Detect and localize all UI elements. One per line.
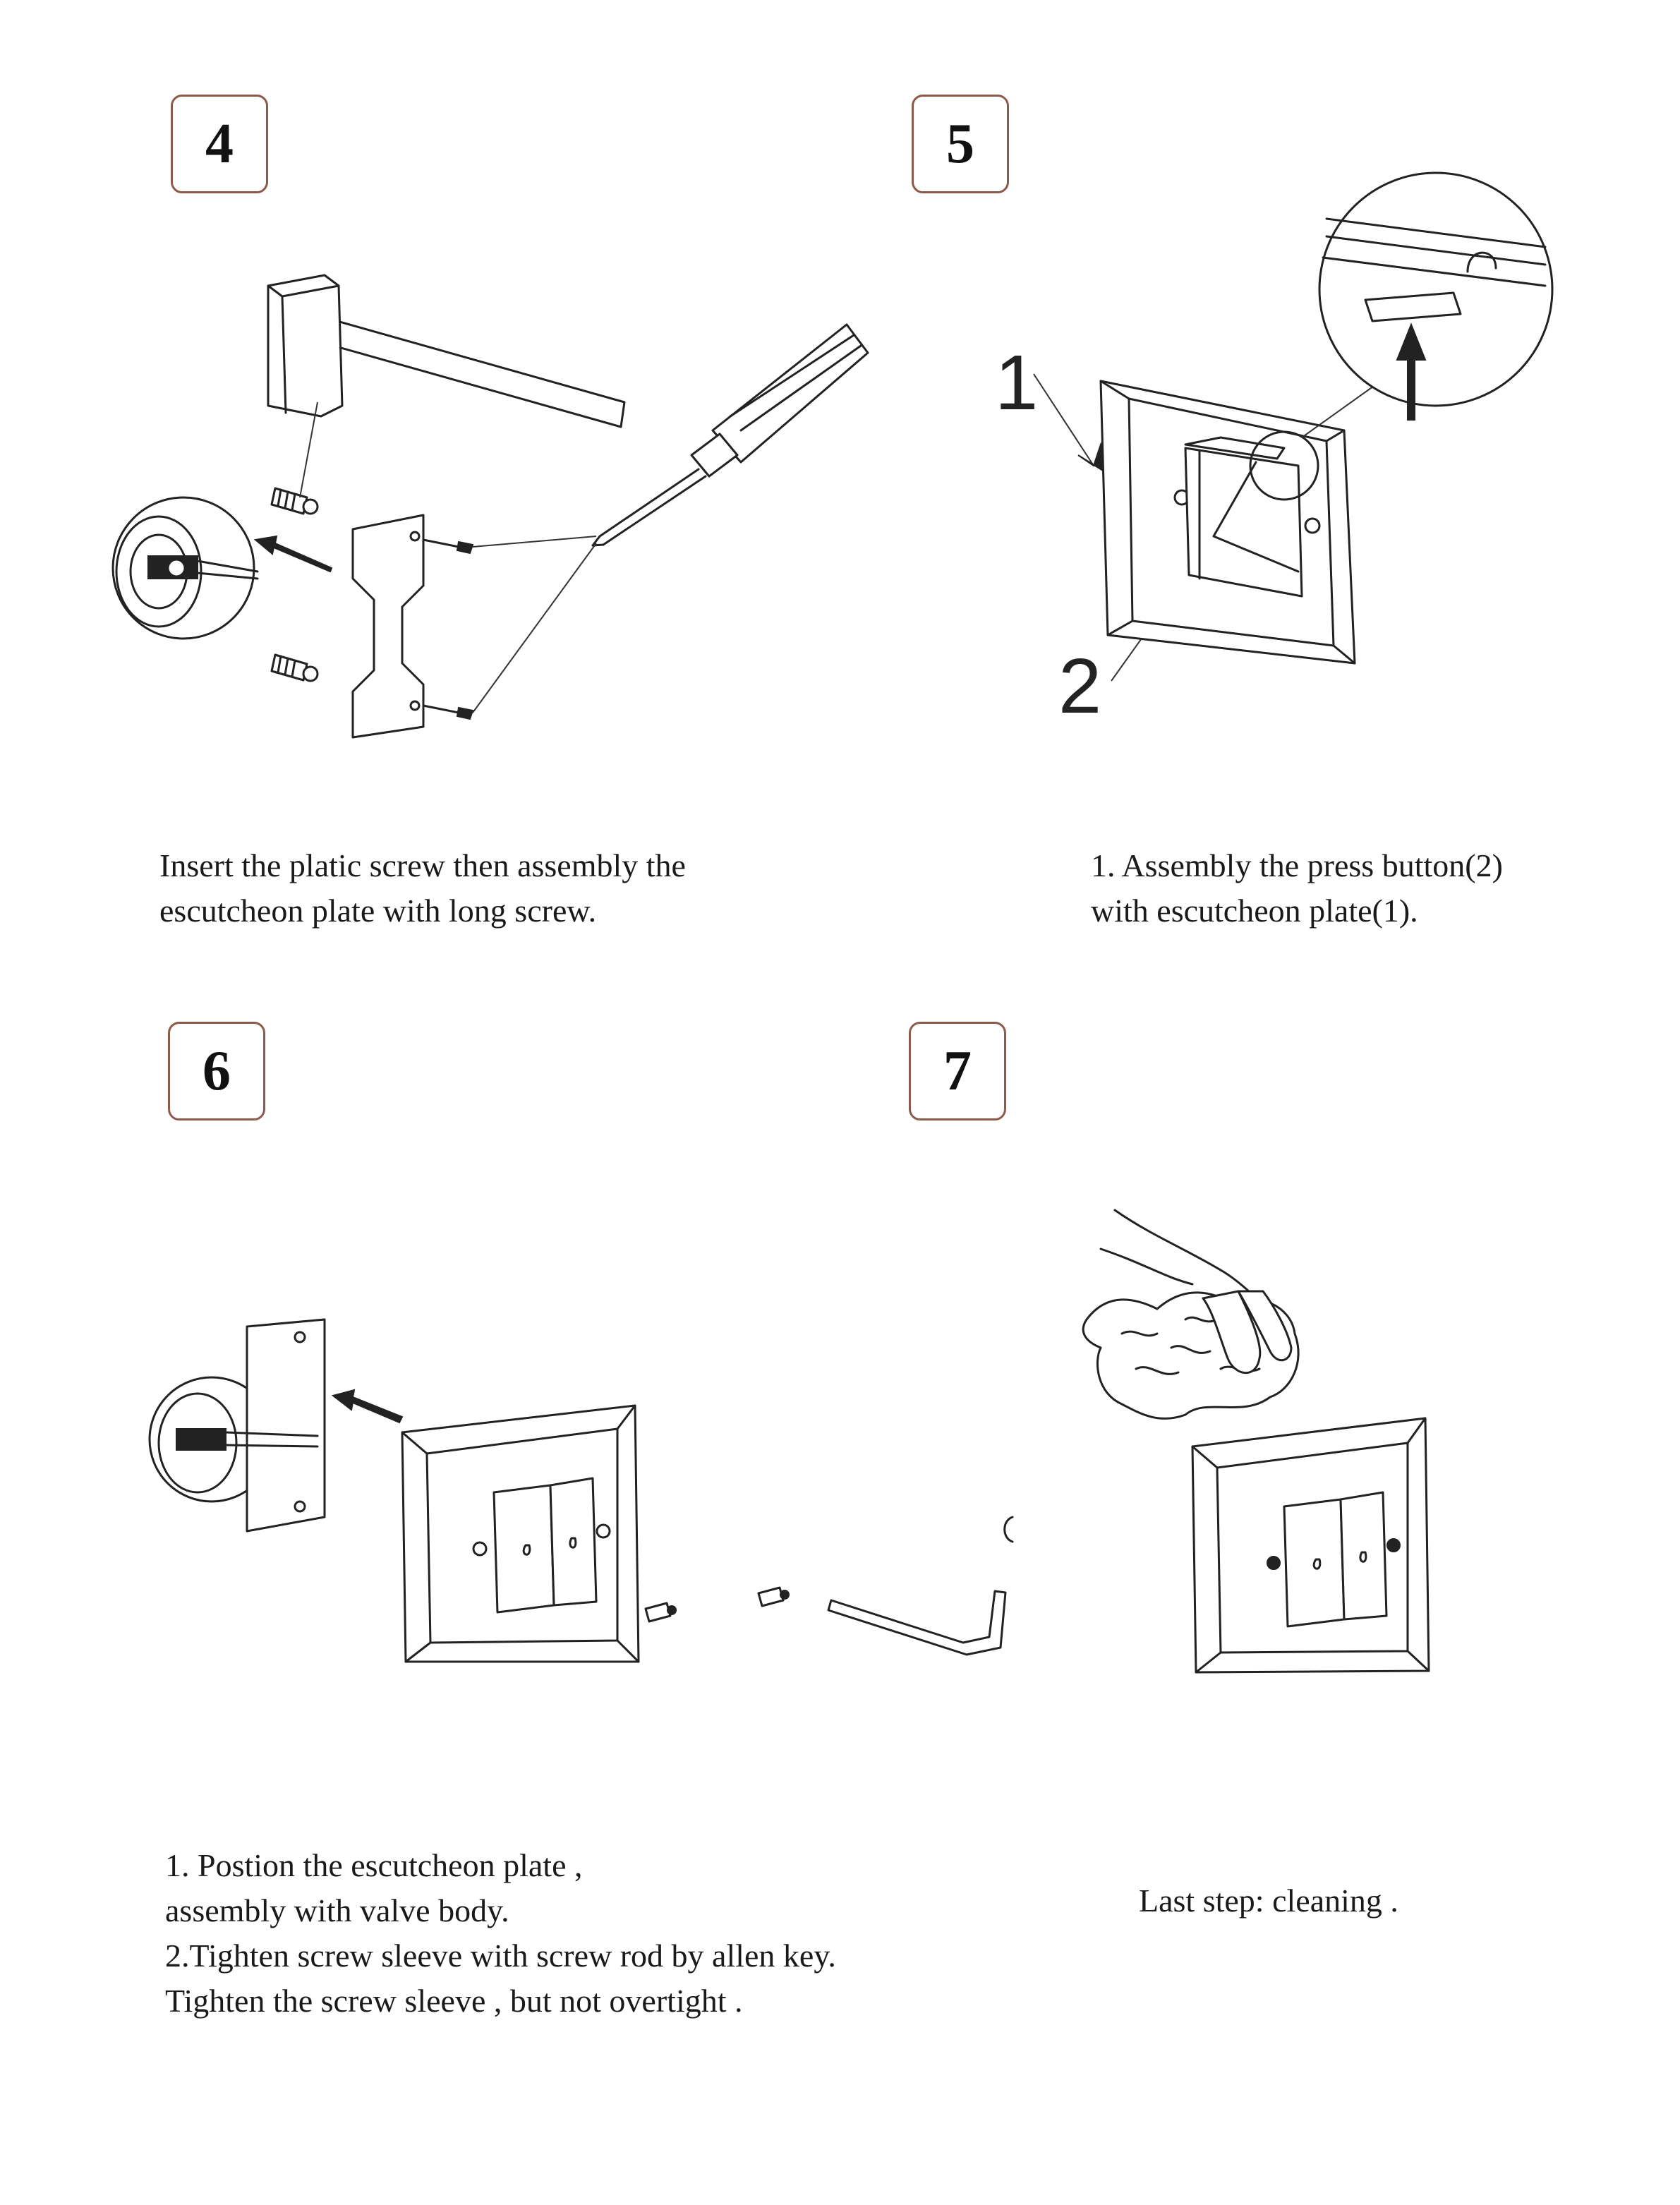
step-number: 4 <box>205 112 234 175</box>
screw-sleeve-icon <box>646 1588 789 1621</box>
caption-line: Last step: cleaning . <box>1139 1883 1398 1919</box>
allen-key-icon <box>828 1591 1005 1655</box>
step-5-caption: 1. Assembly the press button(2) with esc… <box>1091 843 1503 934</box>
bracket-plate-icon <box>353 515 423 737</box>
caption-line: with escutcheon plate(1). <box>1091 893 1418 929</box>
caption-line: Tighten the screw sleeve , but not overt… <box>165 1983 743 2019</box>
caption-line: 2.Tighten screw sleeve with screw rod by… <box>165 1938 836 1974</box>
caption-line: assembly with valve body. <box>165 1892 509 1928</box>
step-6-caption: 1. Postion the escutcheon plate , assemb… <box>165 1843 836 2024</box>
caption-line: 1. Postion the escutcheon plate , <box>165 1847 583 1883</box>
arrow-icon <box>333 1390 402 1422</box>
step-4-illustration <box>106 268 868 762</box>
step-number-badge: 5 <box>912 95 1009 193</box>
caption-line: 1. Assembly the press button(2) <box>1091 847 1503 883</box>
detail-magnifier-icon <box>1250 173 1552 500</box>
escutcheon-plate-icon <box>402 1406 639 1662</box>
step-number: 6 <box>203 1039 231 1102</box>
step-6-illustration <box>148 1305 1023 1715</box>
arrow-up-icon <box>1397 325 1425 420</box>
step-number: 7 <box>943 1039 972 1102</box>
step-number-badge: 6 <box>168 1022 265 1120</box>
hand-cleaning-cloth-icon <box>1083 1210 1298 1418</box>
long-screw-icon <box>423 540 473 719</box>
plastic-screw-icon <box>272 488 318 681</box>
step-7-illustration <box>1080 1207 1446 1686</box>
step-number-badge: 4 <box>171 95 268 193</box>
callout-number: 2 <box>1058 643 1101 730</box>
step-4-caption: Insert the platic screw then assembly th… <box>159 843 686 934</box>
valve-body-icon <box>150 1319 325 1531</box>
screwdriver-icon <box>593 325 868 545</box>
hammer-icon <box>268 275 624 427</box>
step-number-badge: 7 <box>909 1022 1006 1120</box>
step-number: 5 <box>946 112 974 175</box>
arrow-icon <box>255 536 332 572</box>
caption-line: escutcheon plate with long screw. <box>159 893 597 929</box>
step-5-illustration: 1 2 <box>995 173 1566 730</box>
valve-body-icon <box>113 497 258 639</box>
press-button-icon <box>1185 437 1302 596</box>
escutcheon-plate-icon <box>1192 1418 1429 1672</box>
caption-line: Insert the platic screw then assembly th… <box>159 847 686 883</box>
step-7-caption: Last step: cleaning . <box>1139 1878 1398 1923</box>
callout-number: 1 <box>995 339 1038 426</box>
